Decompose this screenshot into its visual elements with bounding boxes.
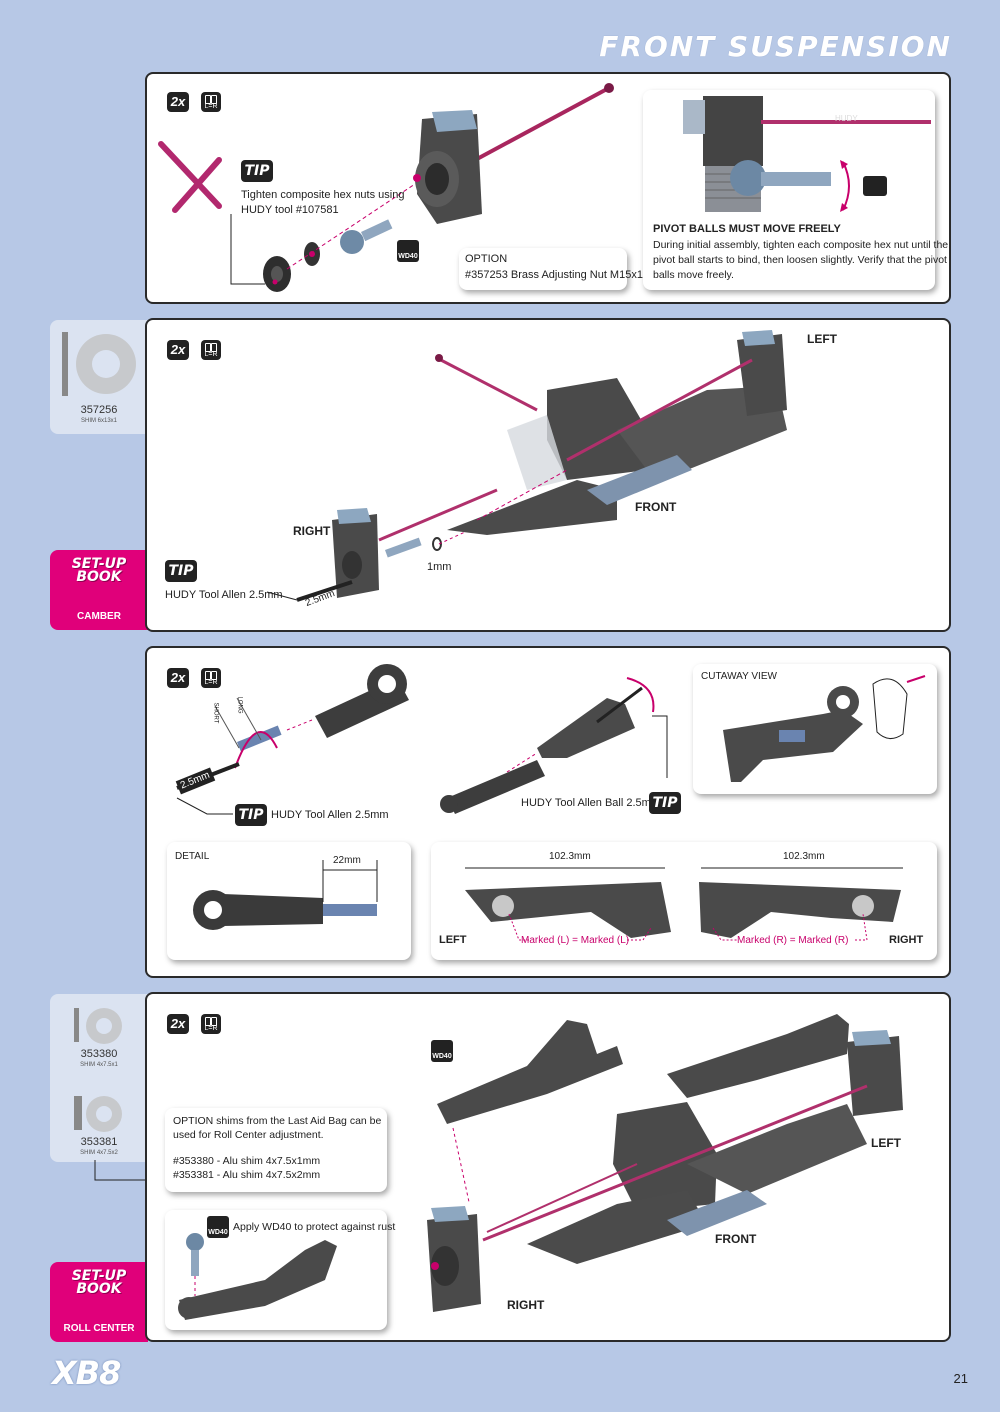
marked-arms-box: 102.3mm 102.3mm LEFT RIGHT Marked (L) = …	[431, 842, 937, 960]
front-label: FRONT	[635, 500, 677, 514]
marked-right-text: Marked (R) = Marked (R)	[737, 935, 849, 946]
page-title: FRONT SUSPENSION	[599, 30, 952, 63]
right-label: RIGHT	[507, 1298, 545, 1312]
setup-book-name: CAMBER	[77, 611, 121, 622]
wd40-icon: WD40	[207, 1216, 229, 1238]
lr-symmetric-icon: L=R	[201, 92, 221, 112]
shim-washer-icon	[62, 332, 136, 396]
tip-text-line-2: HUDY tool #107581	[241, 204, 339, 216]
left-label: LEFT	[439, 934, 467, 946]
tip-badge-right: TIP	[649, 792, 681, 814]
tip-badge: TIP	[241, 160, 273, 182]
shim-2-code: 353381	[80, 1136, 118, 1148]
dimension-right: 102.3mm	[783, 851, 825, 862]
left-label: LEFT	[871, 1136, 901, 1150]
wd40-illustration	[178, 1233, 337, 1320]
step-3-panel: 2x L=R SHORT LONG 2.5mm TIP HUDY Tool Al…	[145, 646, 951, 978]
shim-sidebar-2: 353380 SHIM 4x7.5x1 353381 SHIM 4x7.5x2	[50, 994, 148, 1162]
quantity-icon: 2x	[167, 1014, 189, 1034]
step-1-illustration	[158, 83, 614, 292]
brand-logo: XB8	[52, 1354, 121, 1392]
option-box: OPTION #357253 Brass Adjusting Nut M15x1	[459, 248, 643, 290]
lr-symmetric-icon: L=R	[201, 1014, 221, 1034]
shim-desc: SHIM 6x13x1	[80, 418, 117, 424]
pivot-closeup-illustration	[683, 96, 931, 212]
detail-box: DETAIL 22mm	[167, 842, 411, 960]
cutaway-illustration	[723, 675, 926, 782]
wd40-text: Apply WD40 to protect against rust	[233, 1221, 396, 1233]
wd40-icon: WD40	[397, 240, 419, 262]
long-label: LONG	[236, 696, 243, 714]
shim-washer-icon	[74, 1096, 122, 1132]
detail-illustration	[193, 860, 378, 930]
option-title: OPTION	[465, 253, 508, 265]
marked-left-text: Marked (L) = Marked (L)	[521, 935, 630, 946]
detail-title: DETAIL	[175, 851, 210, 862]
shaft-brand-label: HUDY	[835, 114, 858, 123]
shim-1-code: 353380	[80, 1048, 118, 1060]
setup-book-camber[interactable]: SET-UP BOOK CAMBER	[50, 550, 148, 630]
cutaway-title: CUTAWAY VIEW	[701, 671, 777, 682]
detail-dimension: 22mm	[333, 855, 361, 866]
setup-book-title: SET-UP BOOK	[71, 556, 127, 585]
setup-book-title: SET-UP BOOK	[71, 1268, 127, 1297]
pivot-text-3: balls move freely.	[653, 269, 734, 281]
step-2-panel: 2x L=R LEFT FRONT RIGHT 1mm 2.	[145, 318, 951, 632]
option-text-1: OPTION shims from the Last Aid Bag can b…	[173, 1115, 382, 1127]
left-label: LEFT	[807, 332, 837, 346]
shim-code: 357256	[80, 404, 118, 416]
pivot-ball-box: HUDY PIVOT BALLS MUST MOVE FREELY During…	[643, 90, 948, 290]
pivot-text-1: During initial assembly, tighten each co…	[653, 239, 949, 251]
tip-text-right: HUDY Tool Allen Ball 2.5mm	[521, 797, 660, 809]
right-label: RIGHT	[889, 934, 924, 946]
shim-1-desc: SHIM 4x7.5x1	[80, 1062, 118, 1068]
step-4-panel: 2x L=R WD40 LEFT FRONT RIGHT OPTION shim…	[145, 992, 951, 1342]
pivot-text-2: pivot ball starts to bind, then loosen s…	[653, 254, 947, 266]
shim-2-desc: SHIM 4x7.5x2	[80, 1150, 118, 1156]
dimension-left: 102.3mm	[549, 851, 591, 862]
lr-symmetric-icon: L=R	[201, 340, 221, 360]
shim-leader-line	[94, 1160, 166, 1181]
tip-text-line-1: Tighten composite hex nuts using	[241, 189, 405, 201]
option-shims-box: OPTION shims from the Last Aid Bag can b…	[165, 1108, 387, 1192]
wd40-box: WD40 Apply WD40 to protect against rust	[165, 1210, 395, 1330]
front-label: FRONT	[715, 1232, 757, 1246]
step-2-illustration	[266, 330, 787, 602]
quantity-icon: 2x	[167, 668, 189, 688]
short-label: SHORT	[212, 702, 219, 724]
pivot-title: PIVOT BALLS MUST MOVE FREELY	[653, 223, 841, 235]
tip-badge: TIP	[165, 560, 197, 582]
quantity-icon: 2x	[167, 340, 189, 360]
step-3-illustration	[176, 664, 668, 815]
tip-badge: TIP	[235, 804, 267, 826]
option-item-1: #353380 - Alu shim 4x7.5x1mm	[173, 1155, 321, 1167]
cross-wrench-icon	[158, 141, 222, 213]
step-1-panel: 2x L=R TIP Tighten composite hex nuts us…	[145, 72, 951, 304]
cutaway-box: CUTAWAY VIEW	[693, 664, 937, 794]
quantity-icon: 2x	[167, 92, 189, 112]
setup-book-name: ROLL CENTER	[63, 1323, 135, 1334]
lr-symmetric-icon: L=R	[201, 668, 221, 688]
setup-book-roll-center[interactable]: SET-UP BOOK ROLL CENTER	[50, 1262, 148, 1342]
step-4-illustration	[427, 1014, 903, 1312]
tip-text: HUDY Tool Allen 2.5mm	[165, 589, 283, 601]
page-number: 21	[953, 1371, 968, 1386]
wd40-icon: WD40	[431, 1040, 453, 1062]
option-text: #357253 Brass Adjusting Nut M15x1	[465, 269, 643, 281]
option-item-2: #353381 - Alu shim 4x7.5x2mm	[173, 1169, 321, 1181]
shim-washer-icon	[74, 1008, 122, 1044]
shim-sidebar-1: 357256 SHIM 6x13x1	[50, 320, 148, 434]
right-label: RIGHT	[293, 524, 331, 538]
marked-arms-illustration	[465, 867, 903, 941]
tip-text-left: HUDY Tool Allen 2.5mm	[271, 809, 389, 821]
option-text-2: used for Roll Center adjustment.	[173, 1129, 324, 1141]
spacer-label: 1mm	[427, 561, 452, 573]
